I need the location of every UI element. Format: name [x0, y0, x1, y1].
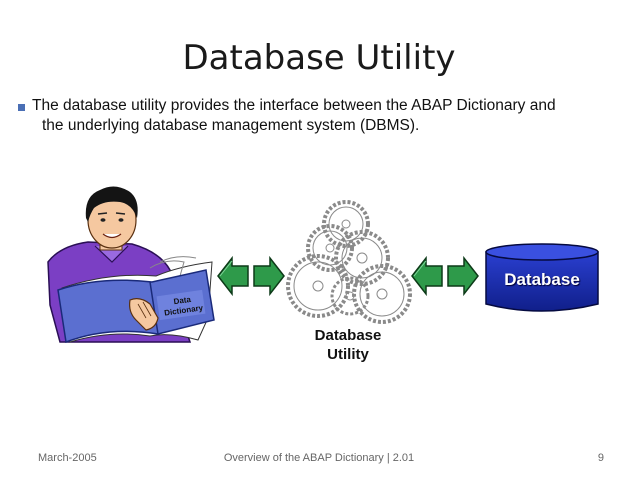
gears-icon — [286, 200, 412, 324]
left-double-arrow — [217, 255, 285, 297]
utility-label: Database Utility — [298, 326, 398, 364]
footer-title: Overview of the ABAP Dictionary | 2.01 — [223, 452, 415, 464]
utility-label-line-1: Database — [314, 327, 382, 344]
footer-date: March-2005 — [38, 452, 97, 464]
bullet-line-2: the underlying database management syste… — [42, 117, 420, 134]
bullet-line-1: The database utility provides the interf… — [32, 97, 556, 114]
reader-illustration — [47, 186, 215, 344]
utility-label-line-2: Utility — [327, 346, 369, 363]
bullet-marker — [18, 104, 25, 111]
footer-page-number: 9 — [597, 452, 604, 464]
bullet-text: The database utility provides the interf… — [32, 96, 612, 136]
database-label: Database — [504, 270, 580, 289]
database-cylinder-icon — [485, 243, 599, 312]
reader-head — [85, 186, 138, 249]
right-double-arrow — [411, 255, 479, 297]
slide-title: Database Utility — [182, 38, 456, 78]
